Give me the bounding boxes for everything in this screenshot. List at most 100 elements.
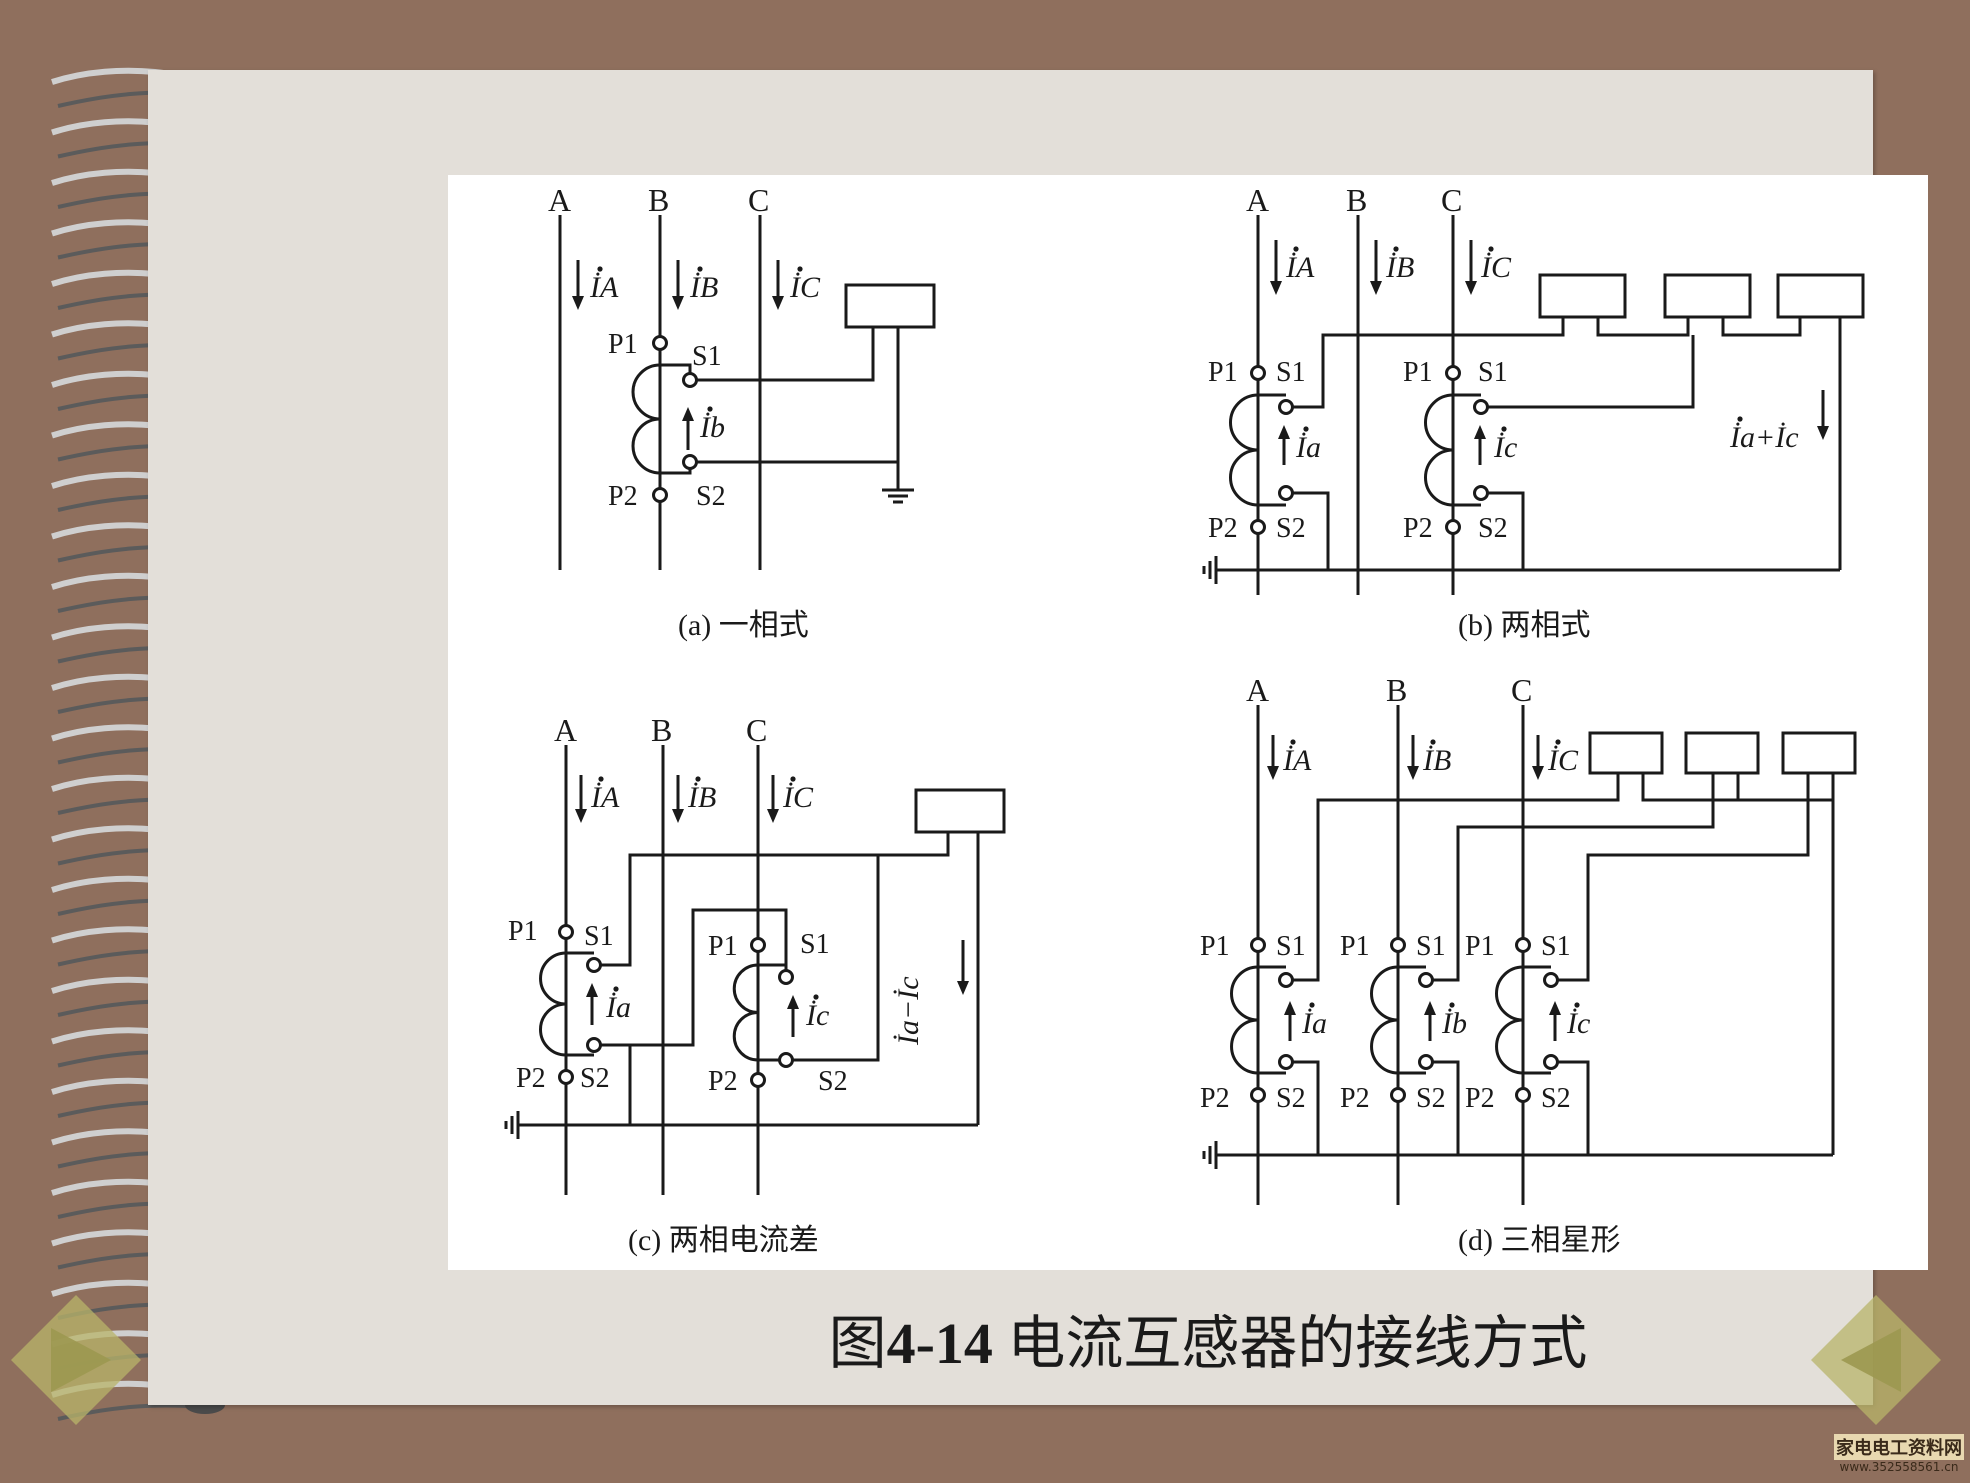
phase-label-b: B — [648, 182, 669, 218]
phasor-dot — [1737, 416, 1743, 422]
secondary-wire — [1292, 491, 1330, 570]
current-Ic: İc — [1566, 1007, 1590, 1040]
current-arrow-icon — [1407, 766, 1419, 780]
terminal — [1418, 972, 1434, 988]
terminal-s1: S1 — [1416, 931, 1446, 962]
secondary-wire — [1557, 773, 1810, 982]
terminal — [1543, 972, 1559, 988]
terminal-s1: S1 — [800, 929, 830, 960]
current-arrow-icon — [957, 981, 969, 995]
terminal — [1473, 399, 1489, 415]
secondary-wire — [792, 855, 880, 1062]
terminal — [1278, 972, 1294, 988]
terminal-p1: P1 — [1208, 357, 1238, 388]
phasor-dot — [697, 266, 703, 272]
meter-box — [1781, 731, 1857, 775]
terminal — [750, 1072, 766, 1088]
secondary-wire — [1432, 773, 1715, 982]
current-arrow-icon — [1284, 1001, 1296, 1015]
figure-title-prefix: 图 — [828, 1311, 887, 1376]
terminal — [1445, 519, 1461, 535]
terminal — [1278, 1054, 1294, 1070]
terminal-p2: P2 — [516, 1063, 546, 1094]
current-Ib: İb — [1441, 1007, 1467, 1040]
secondary-wire — [1557, 1060, 1590, 1155]
secondary-wire — [1292, 1060, 1320, 1155]
phasor-dot — [707, 406, 713, 412]
terminal-p1: P1 — [708, 931, 738, 962]
current-Ib: İb — [699, 411, 725, 444]
phasor-dot — [1303, 426, 1309, 432]
terminal-p2: P2 — [1200, 1083, 1230, 1114]
phasor-dot — [1293, 246, 1299, 252]
terminal — [652, 487, 668, 503]
watermark-url: www.352558561.cn — [1839, 1460, 1959, 1474]
terminal-s1: S1 — [1478, 357, 1508, 388]
terminal — [778, 1052, 794, 1068]
current-arrow-icon — [1270, 281, 1282, 295]
terminal-s1: S1 — [584, 921, 614, 952]
terminal — [1445, 365, 1461, 381]
phase-label-c: C — [1511, 672, 1532, 708]
current-Ic: İc — [1493, 431, 1517, 464]
current-IC: İC — [782, 781, 814, 814]
current-arrow-icon — [682, 407, 694, 421]
terminal — [750, 937, 766, 953]
terminal-p2: P2 — [608, 481, 638, 512]
phasor-dot — [1574, 1002, 1580, 1008]
phase-label-c: C — [1441, 182, 1462, 218]
terminal-s2: S2 — [1276, 513, 1306, 544]
terminal — [1515, 937, 1531, 953]
phasor-dot — [1393, 246, 1399, 252]
secondary-wire — [600, 908, 788, 1047]
terminal — [1250, 365, 1266, 381]
terminal-s2: S2 — [1416, 1083, 1446, 1114]
ct-coil — [1495, 965, 1524, 1075]
next-slide-button[interactable] — [1806, 1290, 1946, 1430]
phase-label-b: B — [651, 712, 672, 748]
meter-box — [1538, 273, 1627, 319]
terminal — [1250, 519, 1266, 535]
current-IC: İC — [1547, 744, 1579, 777]
current-arrow-icon — [1474, 425, 1486, 439]
secondary-wire — [600, 832, 950, 967]
current-IA: İA — [1285, 251, 1315, 284]
current-arrow-icon — [1278, 425, 1290, 439]
terminal — [682, 372, 698, 388]
secondary-wire — [1487, 335, 1695, 409]
current-IC: İC — [789, 271, 821, 304]
terminal-s2: S2 — [580, 1063, 610, 1094]
terminal-s2: S2 — [818, 1066, 848, 1097]
phasor-dot — [1449, 1002, 1455, 1008]
terminal — [1390, 937, 1406, 953]
terminal — [1278, 485, 1294, 501]
phase-label-a: A — [1246, 672, 1269, 708]
terminal — [652, 335, 668, 351]
current-arrow-icon — [572, 296, 584, 310]
terminal-s1: S1 — [1541, 931, 1571, 962]
terminal-p2: P2 — [1403, 513, 1433, 544]
terminal-p2: P2 — [1208, 513, 1238, 544]
current-Ic: İc — [805, 999, 829, 1032]
terminal-s2: S2 — [1478, 513, 1508, 544]
terminal-p2: P2 — [708, 1066, 738, 1097]
figure-number: 4-14 — [886, 1311, 993, 1376]
current-arrow-icon — [672, 296, 684, 310]
ct-coil — [631, 363, 661, 475]
caption-b: (b) 两相式 — [1458, 609, 1590, 642]
current-Ia: İa — [1301, 1007, 1327, 1040]
terminal — [1390, 1087, 1406, 1103]
prev-slide-button[interactable] — [6, 1290, 146, 1430]
ct-coil — [1370, 965, 1399, 1075]
current-IC: İC — [1480, 251, 1512, 284]
watermark-title: 家电电工资料网 — [1834, 1434, 1964, 1460]
secondary-wire — [1721, 317, 1802, 337]
current-arrow-icon — [575, 809, 587, 823]
phasor-dot — [1309, 1002, 1315, 1008]
phasor-dot — [790, 776, 796, 782]
